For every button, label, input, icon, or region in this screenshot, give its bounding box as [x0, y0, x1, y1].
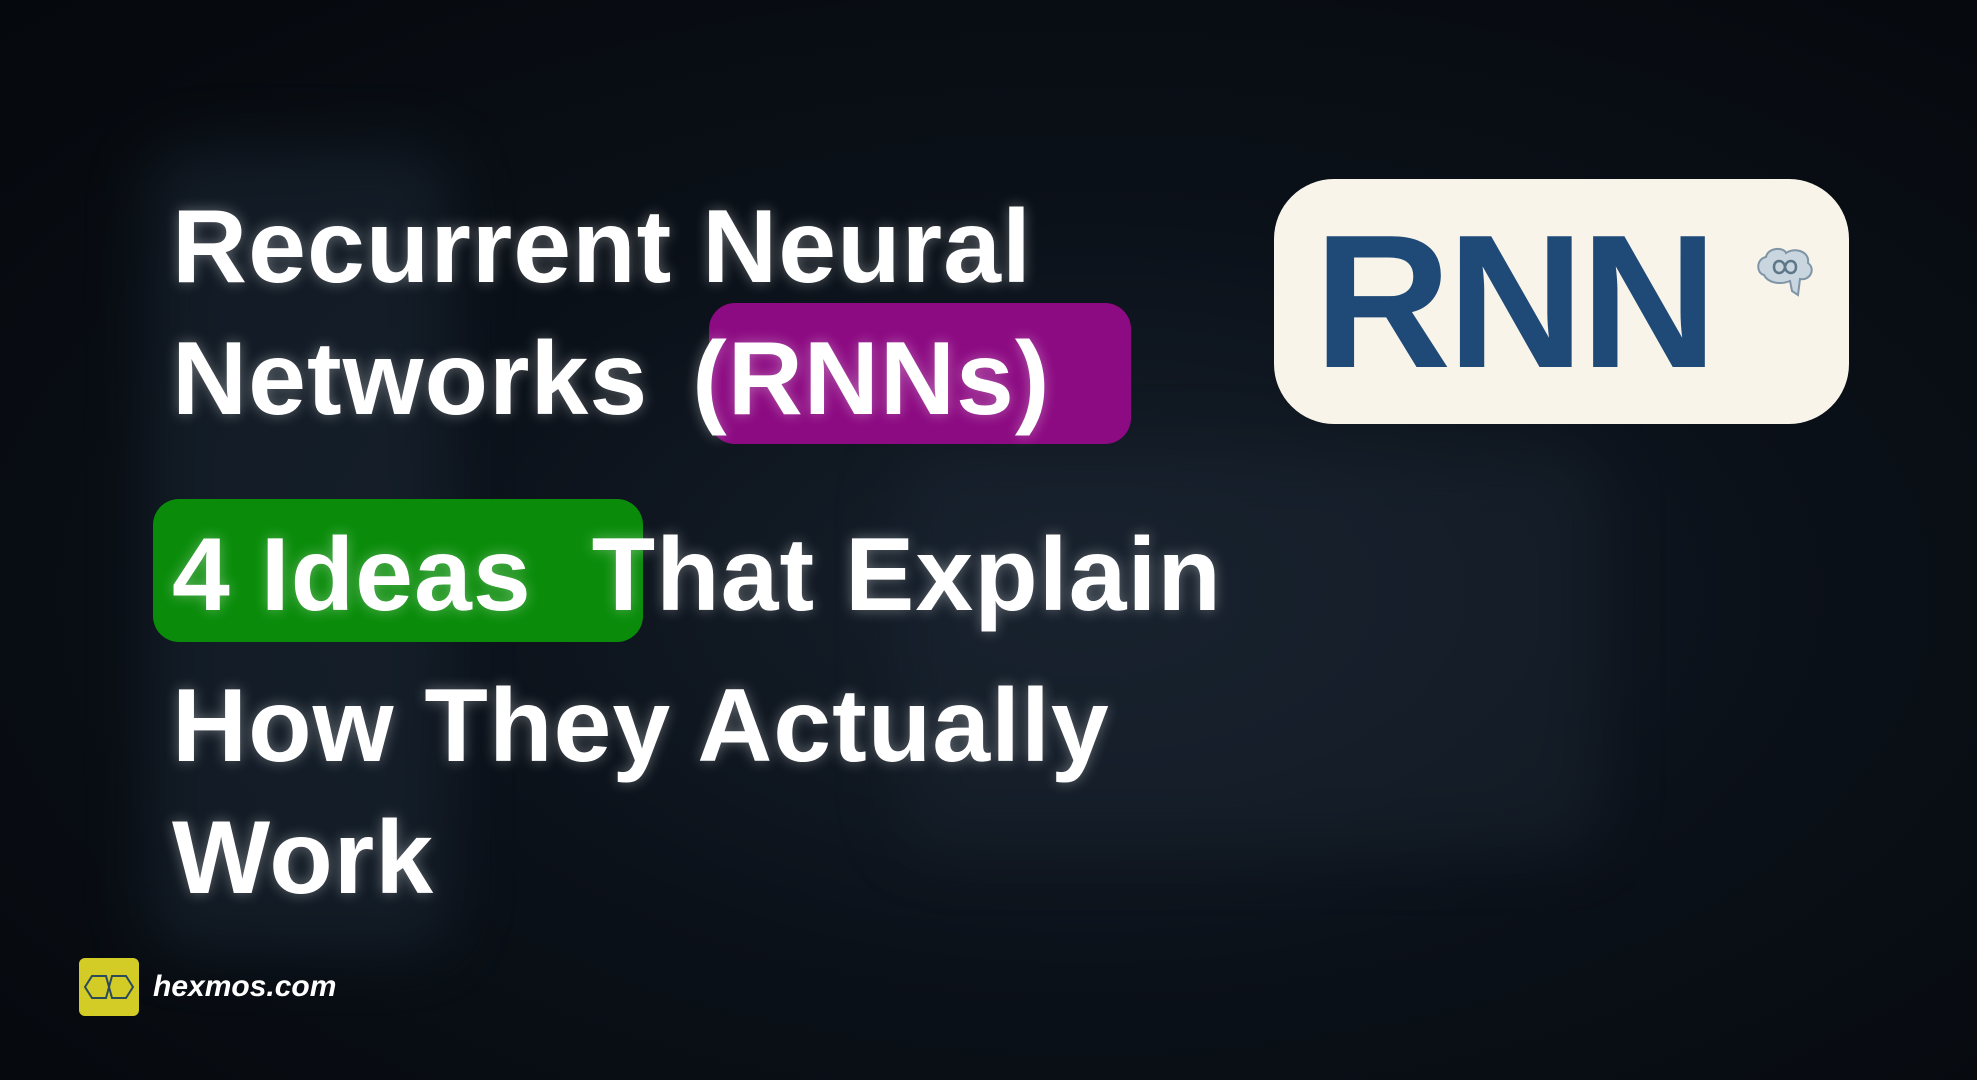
- title-networks: Networks: [172, 321, 649, 437]
- rnns-highlight: [709, 303, 1131, 444]
- rnn-logo-card: RNN: [1274, 179, 1849, 424]
- title-4-ideas: 4 Ideas: [172, 517, 532, 633]
- brain-infinity-icon: [1757, 247, 1813, 297]
- title-line-2: Networks (RNNs): [172, 327, 1050, 431]
- background-blur: [900, 450, 1600, 850]
- rnn-logo-text: RNN: [1314, 196, 1718, 408]
- hexmos-site-label: hexmos.com: [153, 970, 337, 1003]
- title-line-3: 4 Ideas That Explain: [172, 523, 1222, 627]
- ideas-highlight: [153, 499, 643, 642]
- hexmos-logo-icon: [79, 958, 139, 1016]
- title-rnns: (RNNs): [692, 321, 1051, 437]
- title-that-explain: That Explain: [591, 517, 1222, 633]
- title-line-1: Recurrent Neural: [172, 189, 1032, 305]
- title-line-5: Work: [172, 800, 435, 916]
- title-line-4: How They Actually: [172, 668, 1110, 784]
